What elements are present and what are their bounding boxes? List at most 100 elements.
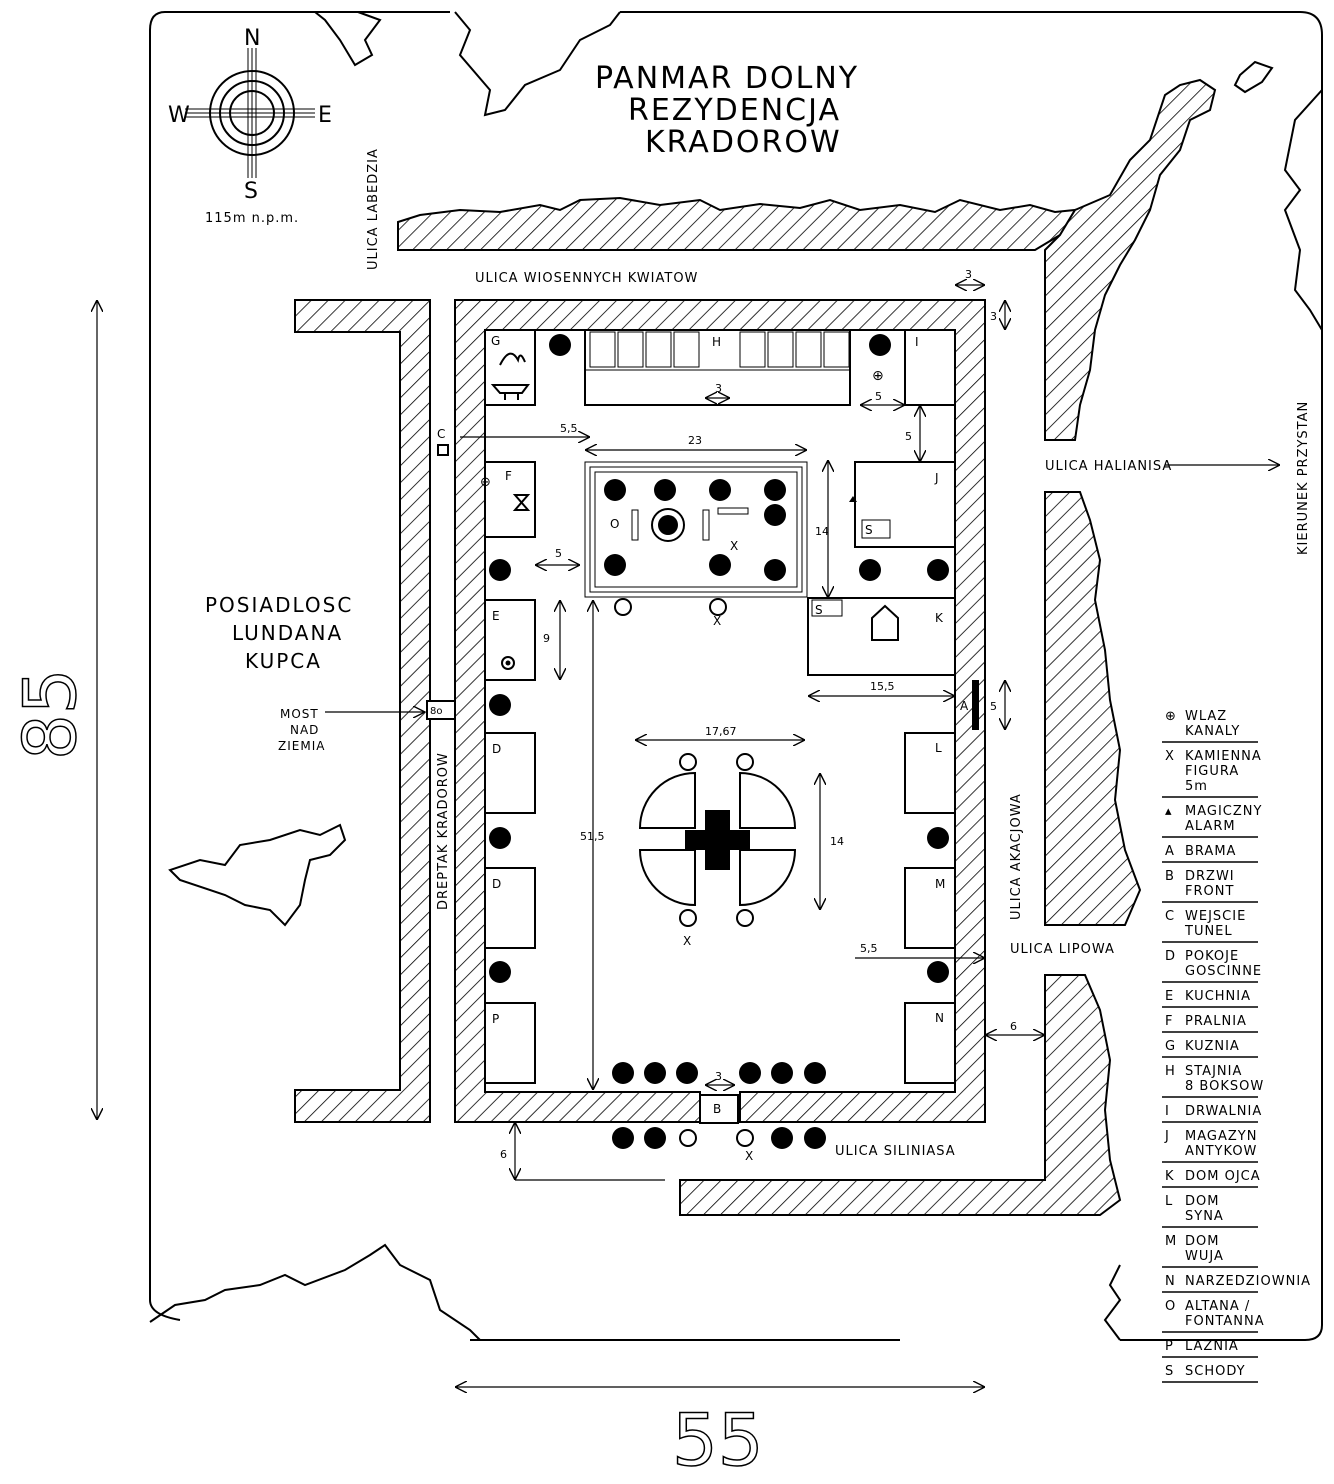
- map-border: [149, 11, 1323, 1341]
- room-d2-label: D: [492, 877, 502, 891]
- torn-edge-right: [1283, 89, 1323, 331]
- compass-n: N: [244, 26, 260, 51]
- street-halianisa: ULICA HALIANISA: [1045, 459, 1172, 474]
- manhole-icon: ⊕: [872, 368, 884, 384]
- compass-s: S: [244, 179, 258, 204]
- legend-label: MAGICZNY: [1185, 804, 1262, 819]
- room-e-label: E: [492, 609, 501, 623]
- statue-x2: X: [713, 614, 722, 628]
- room-n[interactable]: [904, 1002, 956, 1084]
- room-n-label: N: [935, 1011, 945, 1025]
- neighbor-estate-line2: LUNDANA: [232, 621, 343, 645]
- scale-vertical: 85: [8, 668, 92, 760]
- room-d2[interactable]: [484, 867, 536, 949]
- legend-label: ALARM: [1185, 819, 1236, 834]
- torn-edge-bottomright: [1103, 1264, 1122, 1341]
- dim-3a: 3: [965, 268, 972, 281]
- legend-symbol: ⊕: [1165, 709, 1177, 724]
- legend-label: ALTANA /: [1185, 1299, 1250, 1314]
- room-p-label: P: [492, 1012, 500, 1026]
- room-j[interactable]: [854, 461, 956, 548]
- wall-northeast: [1044, 78, 1217, 441]
- room-e[interactable]: [484, 599, 536, 681]
- dim-5d: 5: [990, 700, 997, 713]
- legend-symbol: M: [1165, 1234, 1177, 1249]
- legend-label: SCHODY: [1185, 1364, 1246, 1379]
- bridge-label-line3: ZIEMIA: [278, 739, 325, 753]
- dim-14b: 14: [830, 835, 844, 848]
- cross-garden[interactable]: [638, 771, 797, 907]
- scale-horizontal: 55: [672, 1398, 764, 1482]
- room-s2-label: S: [815, 603, 824, 617]
- room-l-label: L: [935, 741, 943, 755]
- room-m[interactable]: [904, 867, 956, 949]
- neighbor-estate-line1: POSIADLOSC: [205, 593, 353, 617]
- compass-rose-icon: [185, 48, 315, 178]
- legend-symbol: K: [1165, 1169, 1175, 1184]
- arbor-fountain[interactable]: [584, 461, 808, 598]
- bridge-label-line2: NAD: [290, 723, 319, 737]
- legend-label: KANALY: [1185, 724, 1240, 739]
- tunnel-c-label: C: [437, 427, 446, 441]
- wall-southeast: [679, 974, 1122, 1216]
- gate-a[interactable]: [972, 680, 979, 730]
- legend-symbol: O: [1165, 1299, 1176, 1314]
- room-d1[interactable]: [484, 732, 536, 814]
- legend-label: WLAZ: [1185, 709, 1227, 724]
- room-l[interactable]: [904, 732, 956, 814]
- statue-x4: X: [745, 1149, 754, 1163]
- legend-label: DOM OJCA: [1185, 1169, 1261, 1184]
- room-o-label: O: [610, 517, 620, 531]
- legend-label: FRONT: [1185, 884, 1234, 899]
- room-i[interactable]: [904, 329, 956, 406]
- compass-e: E: [318, 103, 332, 128]
- room-g[interactable]: [484, 329, 536, 406]
- room-m-label: M: [935, 877, 946, 891]
- room-p[interactable]: [484, 1002, 536, 1084]
- legend-symbol: N: [1165, 1274, 1176, 1289]
- tunnel-entrance-icon[interactable]: [437, 444, 449, 456]
- legend-symbol: L: [1165, 1194, 1173, 1209]
- map-title-line2: REZYDENCJA: [628, 93, 841, 128]
- legend-label: 5m: [1185, 779, 1208, 794]
- legend-symbol: D: [1165, 949, 1176, 964]
- dim-3b: 3: [990, 310, 997, 323]
- dim-17-67: 17,67: [705, 725, 737, 738]
- room-g-label: G: [491, 334, 501, 348]
- legend-label: SYNA: [1185, 1209, 1224, 1224]
- door-b[interactable]: [699, 1094, 739, 1124]
- bridge-tag: 8o: [430, 706, 442, 717]
- door-b-label: B: [713, 1102, 722, 1116]
- tree-icon: [489, 334, 949, 1149]
- legend-label: MAGAZYN: [1185, 1129, 1257, 1144]
- bridge-icon[interactable]: [426, 700, 456, 720]
- room-k[interactable]: [807, 597, 956, 676]
- legend-label: PRALNIA: [1185, 1014, 1247, 1029]
- dim-6b: 6: [500, 1148, 507, 1161]
- room-f-label: F: [505, 469, 513, 483]
- torn-edge-topleft: [314, 11, 382, 67]
- room-j-label: J: [934, 471, 940, 485]
- neighbor-estate-line3: KUPCA: [245, 649, 322, 673]
- statue-x3: X: [683, 934, 692, 948]
- legend-label: FIGURA: [1185, 764, 1239, 779]
- legend-symbol: J: [1164, 1129, 1170, 1144]
- room-f[interactable]: [484, 461, 536, 538]
- bridge-label-line1: MOST: [280, 707, 319, 721]
- room-h-label: H: [712, 335, 722, 349]
- street-dreptak: DREPTAK KRADOROW: [436, 752, 451, 910]
- gate-a-label: A: [960, 699, 969, 713]
- legend-label: FONTANNA: [1185, 1314, 1265, 1329]
- dim-6a: 6: [1010, 1020, 1017, 1033]
- legend-label: WUJA: [1185, 1249, 1224, 1264]
- legend-label: LAZNIA: [1185, 1339, 1239, 1354]
- legend-symbol: C: [1165, 909, 1175, 924]
- wall-east: [1044, 491, 1142, 926]
- legend-symbol: B: [1165, 869, 1175, 884]
- legend-symbol: A: [1165, 844, 1175, 859]
- legend-label: DRWALNIA: [1185, 1104, 1262, 1119]
- legend-label: STAJNIA: [1185, 1064, 1242, 1079]
- laundry-icon: [512, 494, 531, 511]
- legend-symbol: P: [1165, 1339, 1174, 1354]
